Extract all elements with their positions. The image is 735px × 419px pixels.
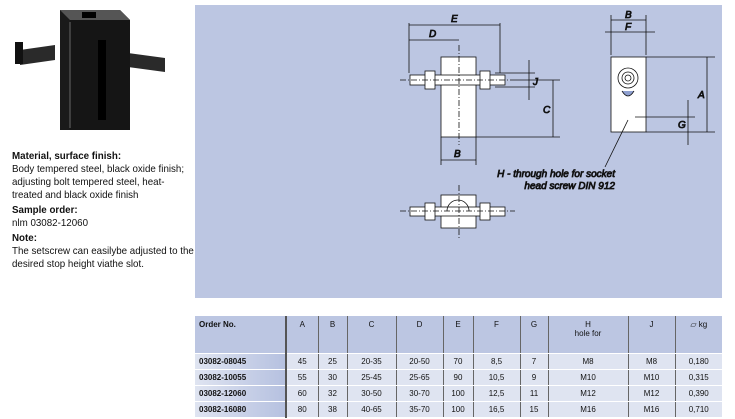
table-cell: M12 (548, 385, 629, 402)
table-cell: 25 (318, 353, 348, 370)
technical-drawing-panel: E D B J C B F A G H - through hole for s… (195, 5, 722, 298)
dim-label-c: C (543, 105, 551, 116)
hole-note-line1: H - through hole for socket (497, 169, 616, 180)
table-cell: 7 (520, 353, 549, 370)
table-cell: 20-50 (396, 353, 444, 370)
table-cell: 0,180 (675, 353, 722, 370)
table-cell: 40-65 (347, 401, 397, 418)
table-cell: 8,5 (473, 353, 521, 370)
col-weight-label: kg (698, 320, 708, 329)
table-cell: M10 (548, 369, 629, 386)
table-cell: 25-65 (396, 369, 444, 386)
table-cell: 0,315 (675, 369, 722, 386)
table-cell: 0,390 (675, 385, 722, 402)
hole-note-line2: head screw DIN 912 (524, 181, 615, 192)
col-j: J (628, 316, 676, 350)
col-f: F (473, 316, 521, 350)
dim-label-b-side: B (625, 10, 632, 21)
table-cell: 100 (443, 385, 474, 402)
order-number-cell: 03082-12060 (195, 385, 287, 402)
table-cell: 32 (318, 385, 348, 402)
col-c: C (347, 316, 397, 350)
table-cell: 9 (520, 369, 549, 386)
material-heading: Material, surface finish: (12, 150, 122, 162)
table-cell: 30-50 (347, 385, 397, 402)
table-cell: M16 (548, 401, 629, 418)
table-cell: M12 (628, 385, 676, 402)
col-b: B (318, 316, 348, 350)
table-cell: M8 (628, 353, 676, 370)
dim-label-b-front: B (454, 149, 461, 160)
table-cell: 30 (318, 369, 348, 386)
table-cell: 70 (443, 353, 474, 370)
dim-label-e: E (451, 14, 458, 25)
top-view (400, 185, 515, 240)
table-cell: M10 (628, 369, 676, 386)
product-photo (15, 10, 165, 130)
note-heading: Note: (12, 232, 37, 244)
table-cell: 16,5 (473, 401, 521, 418)
dim-label-f: F (625, 22, 632, 33)
table-cell: 11 (520, 385, 549, 402)
side-view (604, 15, 715, 168)
material-text: Body tempered steel, black oxide finish;… (12, 163, 185, 201)
table-cell: 10,5 (473, 369, 521, 386)
table-cell: 20-35 (347, 353, 397, 370)
col-g: G (520, 316, 549, 350)
table-cell: 0,710 (675, 401, 722, 418)
table-cell: 30-70 (396, 385, 444, 402)
table-cell: M8 (548, 353, 629, 370)
front-view (400, 23, 560, 165)
table-cell: 15 (520, 401, 549, 418)
table-cell: 12,5 (473, 385, 521, 402)
order-number-cell: 03082-08045 (195, 353, 287, 370)
dim-label-d: D (429, 29, 436, 40)
table-cell: 55 (286, 369, 319, 386)
note-text: The setscrew can easilybe adjusted to th… (12, 245, 194, 270)
sample-order-text: nlm 03082-12060 (12, 217, 89, 229)
order-number-cell: 03082-16080 (195, 401, 287, 418)
technical-drawing: E D B J C B F A G H - through hole for s… (400, 10, 715, 240)
table-cell: 25-45 (347, 369, 397, 386)
table-cell: 45 (286, 353, 319, 370)
col-h-label: H (585, 320, 591, 329)
col-a: A (286, 316, 319, 350)
col-e: E (443, 316, 474, 350)
table-cell: 38 (318, 401, 348, 418)
col-h-sub: hole for (574, 329, 602, 338)
weight-icon: ▱ (690, 320, 697, 329)
dim-label-j: J (532, 77, 539, 88)
table-cell: 35-70 (396, 401, 444, 418)
col-order-no: Order No. (195, 316, 287, 350)
table-cell: 90 (443, 369, 474, 386)
product-description: Material, surface finish: Body tempered … (12, 148, 194, 271)
table-cell: M16 (628, 401, 676, 418)
table-cell: 60 (286, 385, 319, 402)
dim-label-a: A (697, 90, 705, 101)
table-cell: 80 (286, 401, 319, 418)
sample-order-heading: Sample order: (12, 204, 78, 216)
col-weight: ▱ kg (675, 316, 722, 350)
col-d: D (396, 316, 444, 350)
table-cell: 100 (443, 401, 474, 418)
order-number-cell: 03082-10055 (195, 369, 287, 386)
dim-label-g: G (678, 120, 686, 131)
